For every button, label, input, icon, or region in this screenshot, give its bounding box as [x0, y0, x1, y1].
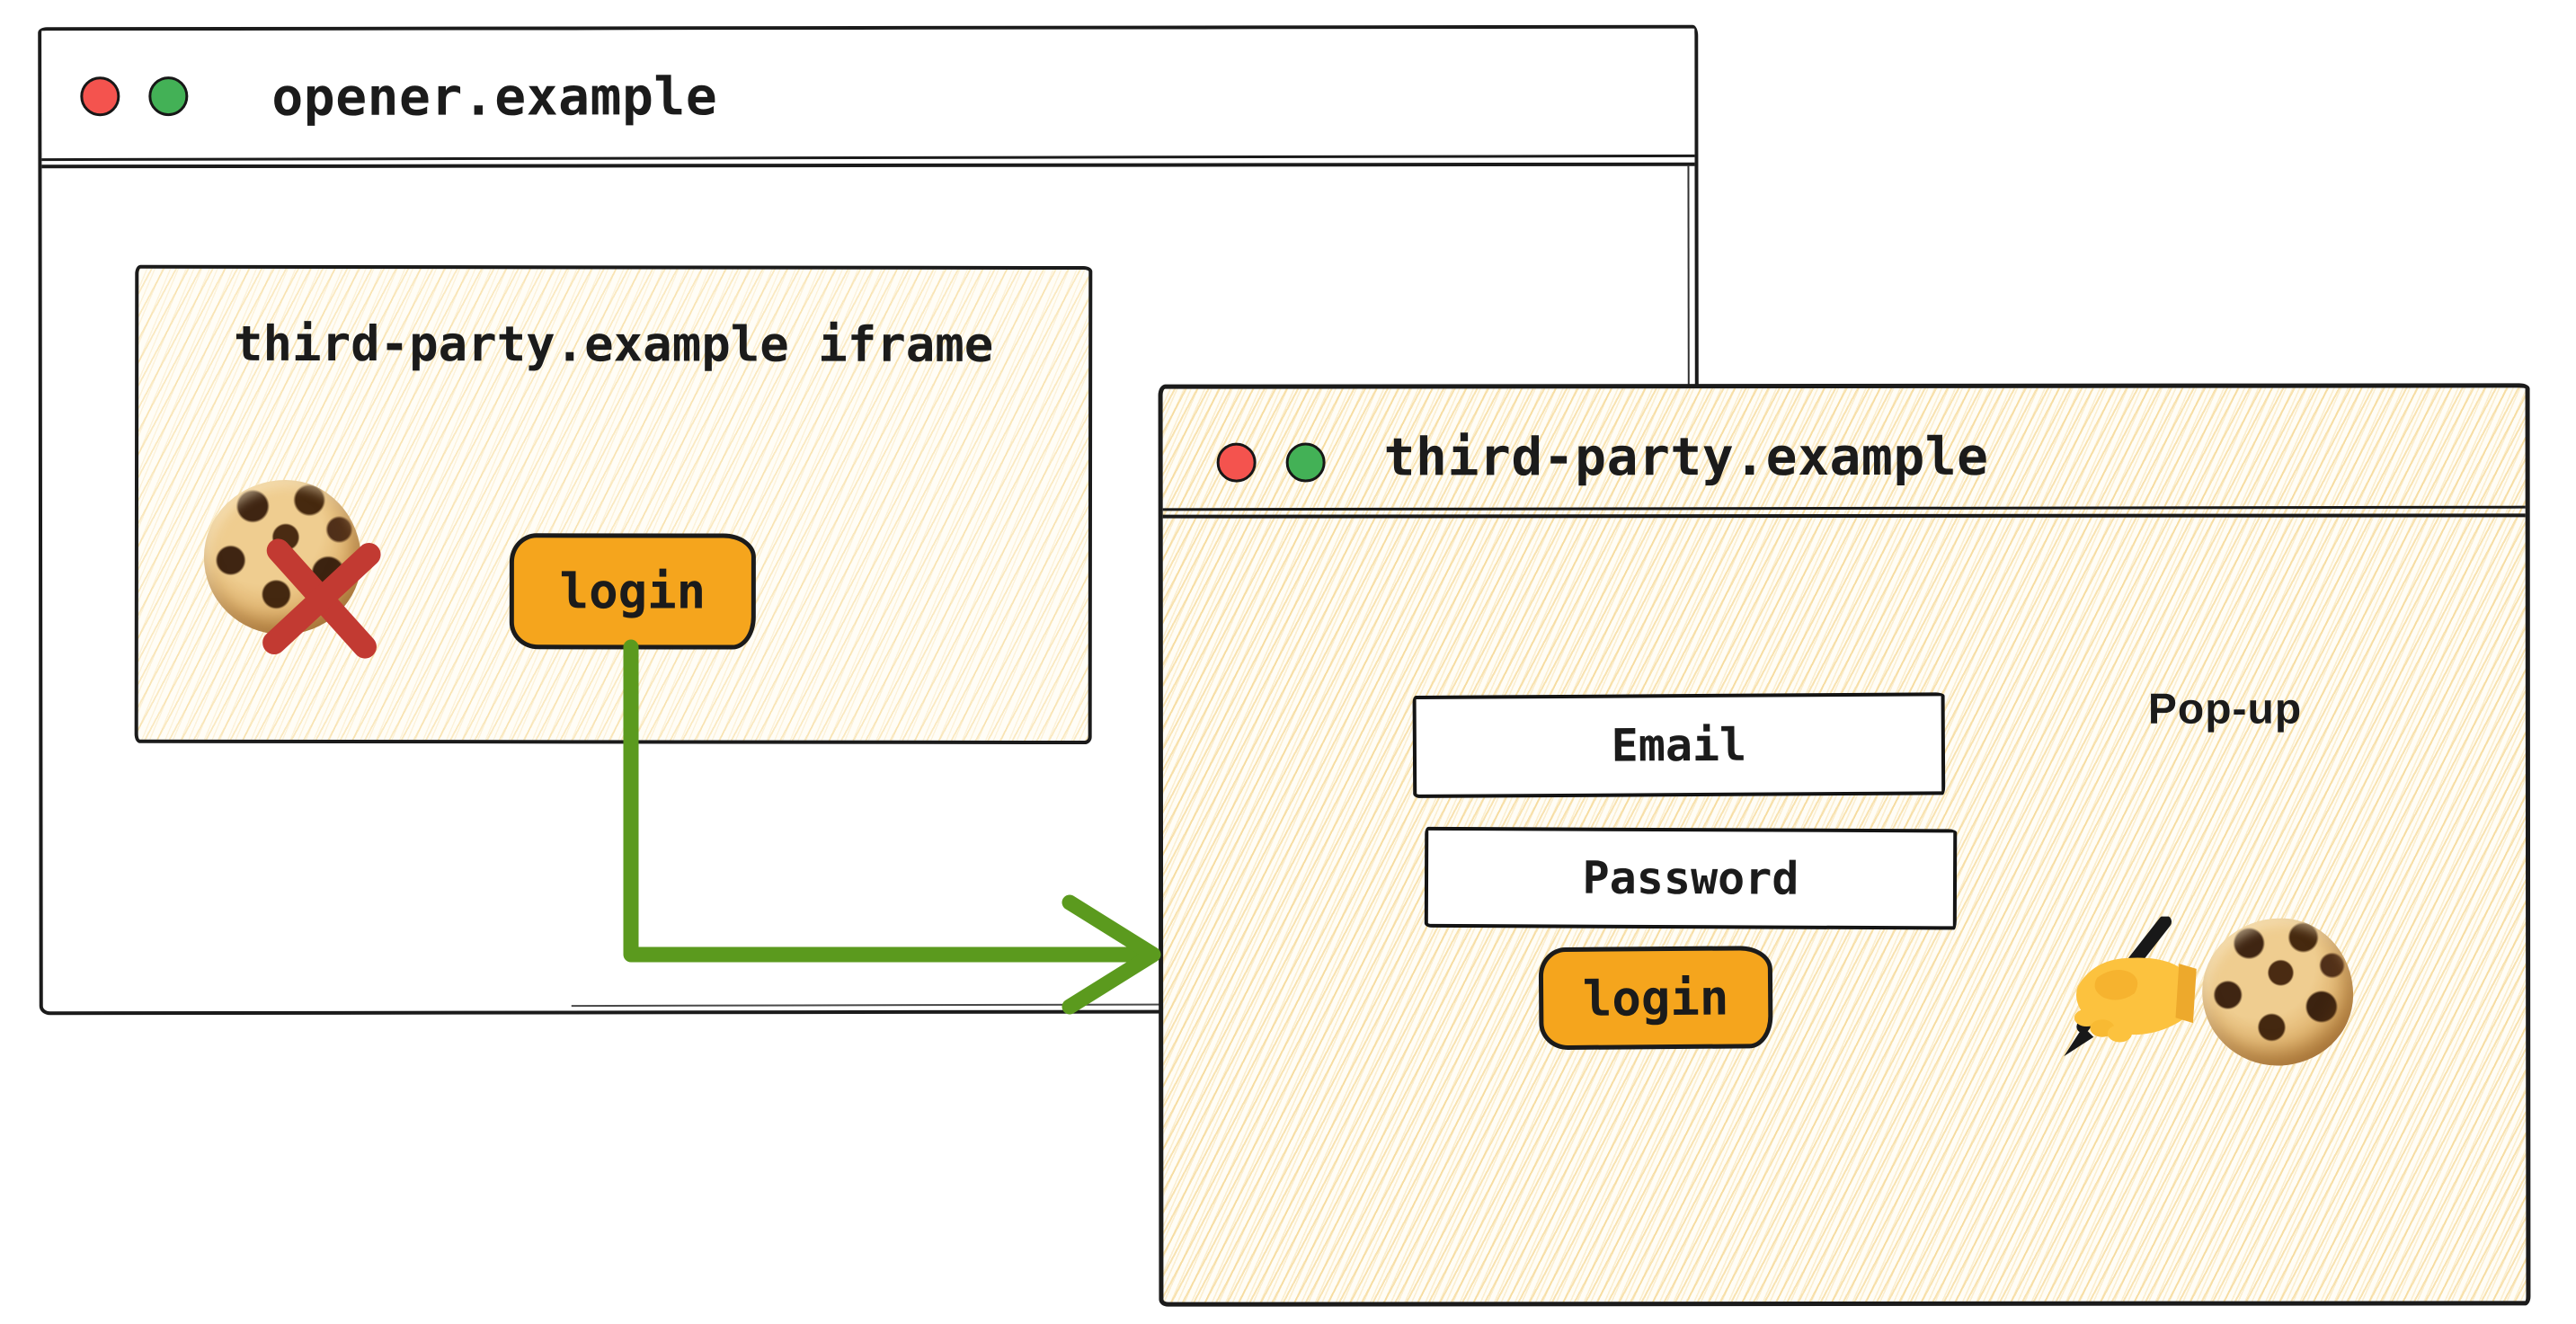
iframe-label: third-party.example iframe: [234, 315, 994, 373]
opener-window-title: opener.example: [271, 66, 718, 128]
close-window-icon[interactable]: [1216, 442, 1257, 483]
third-party-iframe: third-party.example iframe login: [134, 264, 1093, 745]
close-window-icon[interactable]: [80, 76, 120, 117]
popup-login-button[interactable]: login: [1538, 946, 1773, 1051]
popup-body: Pop-up Email Password login: [1163, 517, 2527, 1302]
popup-window: third-party.example Pop-up Email Passwor…: [1158, 383, 2531, 1307]
writing-hand-icon: [2064, 916, 2197, 1057]
cookie-icon: [2202, 918, 2354, 1066]
blocked-x-icon: [245, 522, 398, 675]
opener-titlebar: opener.example: [41, 28, 1695, 169]
maximize-window-icon[interactable]: [1285, 442, 1326, 483]
popup-annotation: Pop-up: [2147, 685, 2303, 733]
iframe-login-button[interactable]: login: [509, 533, 756, 650]
popup-window-title: third-party.example: [1383, 425, 1989, 488]
maximize-window-icon[interactable]: [148, 76, 189, 117]
email-field[interactable]: Email: [1412, 692, 1946, 798]
popup-titlebar: third-party.example: [1162, 387, 2526, 519]
password-field[interactable]: Password: [1424, 826, 1958, 930]
